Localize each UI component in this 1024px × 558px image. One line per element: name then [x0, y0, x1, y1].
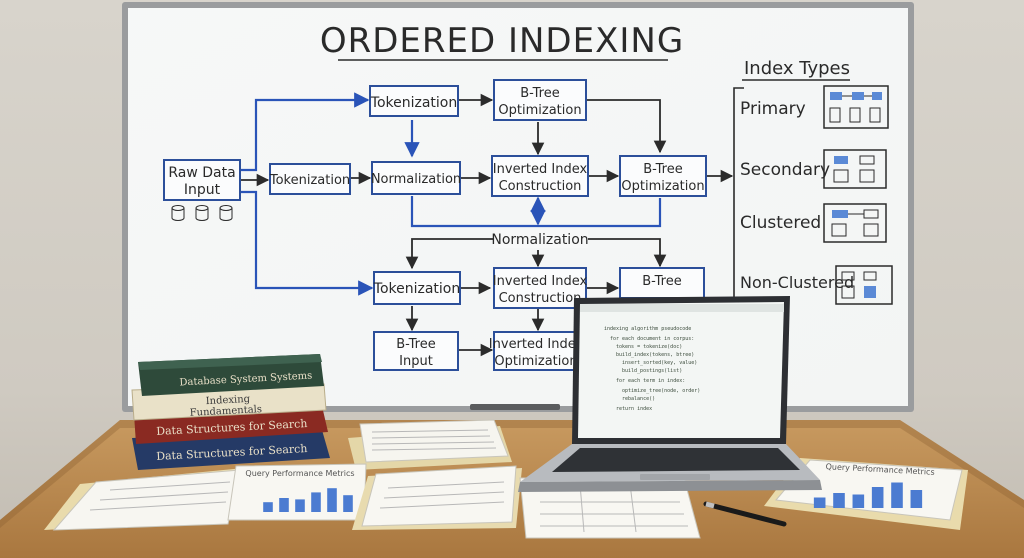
svg-text:Raw Data: Raw Data	[168, 165, 235, 181]
index-type-clustered: Clustered	[740, 213, 821, 233]
svg-text:Inverted Index: Inverted Index	[493, 274, 588, 289]
book-stack: Data Structures for Search Data Structur…	[131, 354, 330, 470]
report-center	[352, 465, 522, 530]
performance-bar	[891, 482, 903, 508]
svg-text:Tokenization: Tokenization	[269, 173, 350, 188]
svg-text:Construction: Construction	[499, 291, 582, 306]
svg-text:return index: return index	[616, 406, 652, 412]
index-type-secondary: Secondary	[740, 160, 830, 180]
performance-bar	[852, 494, 865, 508]
non-clustered-index-icon	[835, 265, 893, 305]
flow-box-raw-data-input: Raw Data Input	[163, 159, 241, 201]
flow-box-inverted-index-construction-low: Inverted Index Construction	[493, 267, 588, 309]
flow-label-normalization: Normalization	[491, 230, 589, 248]
svg-text:Tokenization: Tokenization	[373, 281, 460, 297]
performance-bar	[343, 495, 353, 512]
flow-box-btree-input: B-Tree Input	[373, 331, 459, 371]
flow-box-inverted-index-optimization: Inverted Index Optimization	[489, 331, 584, 371]
svg-text:B-Tree: B-Tree	[643, 162, 683, 177]
svg-text:B-Tree: B-Tree	[396, 337, 436, 352]
report-performance: Query Performance Metrics	[227, 463, 367, 521]
svg-text:Query Performance Metrics: Query Performance Metrics	[245, 469, 354, 478]
svg-text:Tokenization: Tokenization	[370, 95, 457, 111]
primary-index-icon	[823, 85, 889, 129]
svg-text:Input: Input	[399, 354, 433, 369]
laptop-screen	[578, 302, 784, 438]
flow-box-tokenization-mid: Tokenization	[269, 163, 351, 195]
secondary-index-icon	[823, 149, 887, 189]
svg-text:build_postings(list): build_postings(list)	[622, 368, 682, 374]
flow-box-normalization-mid: Normalization	[371, 161, 461, 195]
flow-connectors	[240, 92, 734, 357]
performance-bar	[279, 498, 289, 512]
index-type-primary: Primary	[740, 99, 806, 119]
code-editor: indexing algorithm pseudocode for each d…	[604, 326, 700, 412]
marker-tray	[470, 404, 560, 410]
database-icons	[171, 205, 233, 221]
clustered-index-icon	[823, 203, 887, 243]
performance-bar	[311, 492, 321, 512]
performance-bar	[910, 490, 923, 508]
index-types-heading: Index Types	[744, 58, 850, 79]
svg-text:rebalance(): rebalance()	[622, 396, 655, 402]
flow-box-tokenization-top: Tokenization	[369, 85, 459, 117]
svg-text:Input: Input	[184, 182, 221, 198]
report-left	[44, 468, 244, 531]
flow-box-tokenization-low: Tokenization	[373, 271, 461, 305]
pen	[703, 501, 787, 527]
svg-text:Construction: Construction	[499, 179, 582, 194]
svg-text:Normalization: Normalization	[371, 172, 461, 187]
svg-text:optimize_tree(node, order): optimize_tree(node, order)	[622, 388, 700, 394]
svg-text:B-Tree: B-Tree	[642, 274, 682, 289]
performance-bar	[295, 499, 305, 512]
svg-text:Indexing: Indexing	[205, 394, 251, 407]
svg-text:Optimization: Optimization	[498, 103, 581, 118]
performance-bar	[871, 487, 884, 508]
svg-text:B-Tree: B-Tree	[520, 86, 560, 101]
performance-bar	[833, 493, 845, 508]
svg-text:tokens = tokenize(doc): tokens = tokenize(doc)	[616, 344, 682, 350]
book-green: Database System Systems	[138, 354, 324, 396]
svg-text:indexing algorithm pseudocode: indexing algorithm pseudocode	[604, 326, 691, 332]
svg-text:Inverted Index: Inverted Index	[493, 162, 588, 177]
board-title: ORDERED INDEXING	[320, 21, 684, 61]
index-type-non-clustered: Non-Clustered	[740, 273, 854, 292]
book-cream: Indexing Fundamentals	[131, 383, 327, 421]
flow-box-btree-optimization-mid: B-Tree Optimization	[619, 155, 707, 197]
svg-text:Optimization: Optimization	[494, 354, 577, 369]
svg-text:for each document in corpus:: for each document in corpus:	[610, 336, 694, 342]
svg-text:Optimization: Optimization	[621, 179, 704, 194]
svg-text:Fundamentals: Fundamentals	[189, 404, 262, 419]
performance-bar	[327, 488, 337, 512]
svg-text:Inverted Index: Inverted Index	[489, 337, 584, 352]
flow-box-btree-optimization-top: B-Tree Optimization	[493, 79, 587, 121]
paper-stack-center	[348, 419, 512, 470]
svg-text:Normalization: Normalization	[491, 232, 588, 248]
laptop: indexing algorithm pseudocode for each d…	[518, 296, 822, 492]
index-types-panel: Index Types Primary Secondary Clustered …	[733, 58, 893, 312]
performance-bar	[813, 497, 826, 508]
flow-box-inverted-index-construction-mid: Inverted Index Construction	[491, 155, 589, 197]
svg-text:insert_sorted(key, value): insert_sorted(key, value)	[622, 360, 697, 366]
performance-bar	[263, 502, 273, 512]
svg-text:build_index(tokens, btree): build_index(tokens, btree)	[616, 352, 694, 358]
flow-box-btree-optimization-low: B-Tree	[619, 267, 705, 299]
svg-text:for each term in index:: for each term in index:	[616, 378, 685, 384]
